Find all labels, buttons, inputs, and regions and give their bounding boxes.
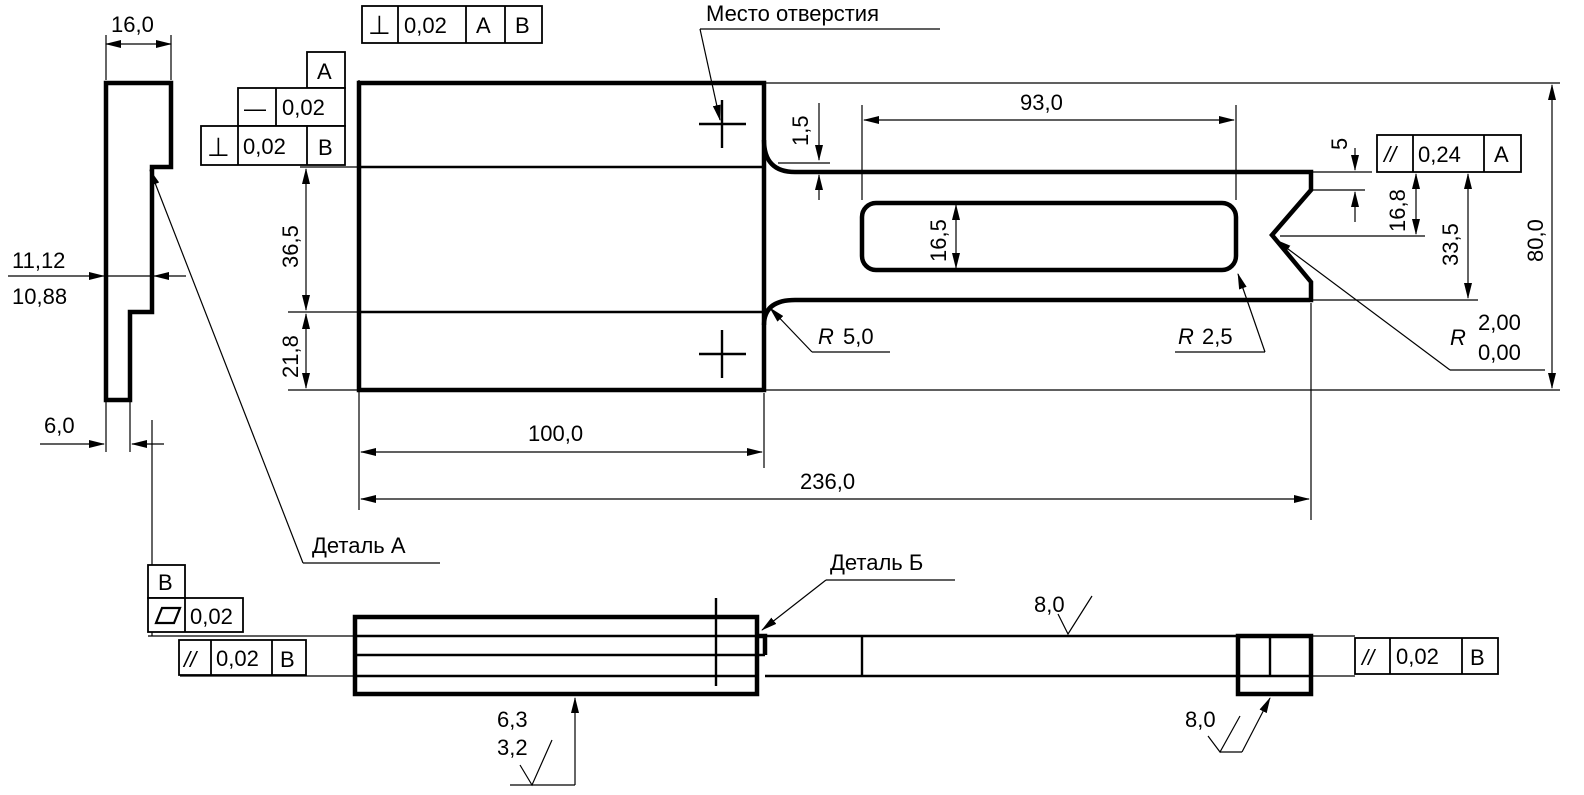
dim-100: 100,0 xyxy=(528,421,583,446)
fcf-perp-top-datum1: A xyxy=(476,13,491,38)
grip-block xyxy=(356,80,767,393)
datum-b-bottom-box: B xyxy=(147,564,186,599)
fcf-parallel-bl-value: 0,02 xyxy=(216,646,259,671)
hole-marks xyxy=(699,100,746,378)
dim-1-5: 1,5 xyxy=(788,115,813,146)
fcf-perp-top: ⊥ 0,02 A B xyxy=(361,5,543,44)
fcf-parallel-br-datum: B xyxy=(1470,645,1485,670)
radius-2-5-value: 2,5 xyxy=(1202,324,1233,349)
fcf-flat: — 0,02 xyxy=(237,87,346,127)
dim-36-5: 36,5 xyxy=(278,225,303,268)
dim-236: 236,0 xyxy=(800,469,855,494)
fcf-perp-left-symbol: ⊥ xyxy=(207,132,230,162)
roughness-br: 8,0 xyxy=(1185,707,1216,732)
fcf-perp-top-value: 0,02 xyxy=(404,13,447,38)
fcf-parallel-right-datum: A xyxy=(1494,142,1509,167)
fcf-flatness-bottom-value: 0,02 xyxy=(190,604,233,629)
side-view: 16,0 11,12 10,88 6,0 Деталь А xyxy=(8,12,440,636)
dim-side-tol-upper: 11,12 xyxy=(12,248,65,273)
dim-side-small: 6,0 xyxy=(44,413,75,438)
dim-33-5: 33,5 xyxy=(1438,223,1463,266)
label-detail-a: Деталь А xyxy=(312,533,406,558)
fcf-flat-value: 0,02 xyxy=(282,95,325,120)
fcf-perp-left-datum: B xyxy=(318,135,333,160)
dim-5: 5 xyxy=(1327,138,1352,150)
side-view-outline xyxy=(103,80,174,403)
dim-93: 93,0 xyxy=(1020,90,1063,115)
fcf-perp-left: ⊥ 0,02 B xyxy=(200,125,346,166)
fcf-perp-top-datum2: B xyxy=(515,13,530,38)
label-hole-location: Место отверстия xyxy=(706,1,879,26)
radius-5-prefix: R xyxy=(818,324,834,349)
label-detail-b: Деталь Б xyxy=(830,550,923,575)
fcf-parallel-bl-datum: B xyxy=(280,647,295,672)
datum-a-label: A xyxy=(317,59,332,84)
fcf-perp-left-value: 0,02 xyxy=(243,134,286,159)
dim-80: 80,0 xyxy=(1523,219,1548,262)
dim-side-tol-lower: 10,88 xyxy=(12,284,67,309)
fcf-perp-top-symbol: ⊥ xyxy=(368,10,391,40)
fcf-parallel-bottom-right: // 0,02 B xyxy=(1354,637,1499,675)
roughness-top: 8,0 xyxy=(1034,592,1065,617)
roughness-bl-upper: 6,3 xyxy=(497,707,528,732)
fcf-parallel-br-symbol: // xyxy=(1360,645,1376,670)
dim-16-5: 16,5 xyxy=(926,219,951,262)
radius-notch-upper: 2,00 xyxy=(1478,310,1521,335)
plan-view: Место отверстия 36,5 21,8 100,0 236,0 93… xyxy=(278,1,1560,520)
fcf-parallel-right: // 0,24 A xyxy=(1376,134,1522,173)
center-slot xyxy=(859,200,1239,273)
radius-5-value: 5,0 xyxy=(843,324,874,349)
fcf-parallel-br-value: 0,02 xyxy=(1396,644,1439,669)
dim-side-width: 16,0 xyxy=(111,12,154,37)
dim-16-8: 16,8 xyxy=(1385,189,1410,232)
specimen-arm-outline xyxy=(761,139,1314,326)
datum-b-bottom-label: B xyxy=(158,570,173,595)
fcf-parallel-bottom-left: // 0,02 B xyxy=(178,639,307,676)
flatness-icon xyxy=(154,606,182,625)
radius-2-5-prefix: R xyxy=(1178,324,1194,349)
edge-notch-block xyxy=(1235,633,1314,697)
datum-a-box: A xyxy=(306,51,346,89)
radius-notch-lower: 0,00 xyxy=(1478,340,1521,365)
edge-view: Деталь Б 8,0 6,3 3,2 8,0 xyxy=(148,550,1355,787)
fcf-parallel-right-symbol: // xyxy=(1382,142,1398,167)
radius-notch-prefix: R xyxy=(1450,325,1466,350)
fcf-parallel-bl-symbol: // xyxy=(182,647,198,672)
fcf-parallel-right-value: 0,24 xyxy=(1418,142,1461,167)
fcf-flatness-bottom: 0,02 xyxy=(147,597,244,633)
fcf-flat-symbol: — xyxy=(244,96,266,121)
roughness-bl-lower: 3,2 xyxy=(497,735,528,760)
dim-21-8: 21,8 xyxy=(278,335,303,378)
